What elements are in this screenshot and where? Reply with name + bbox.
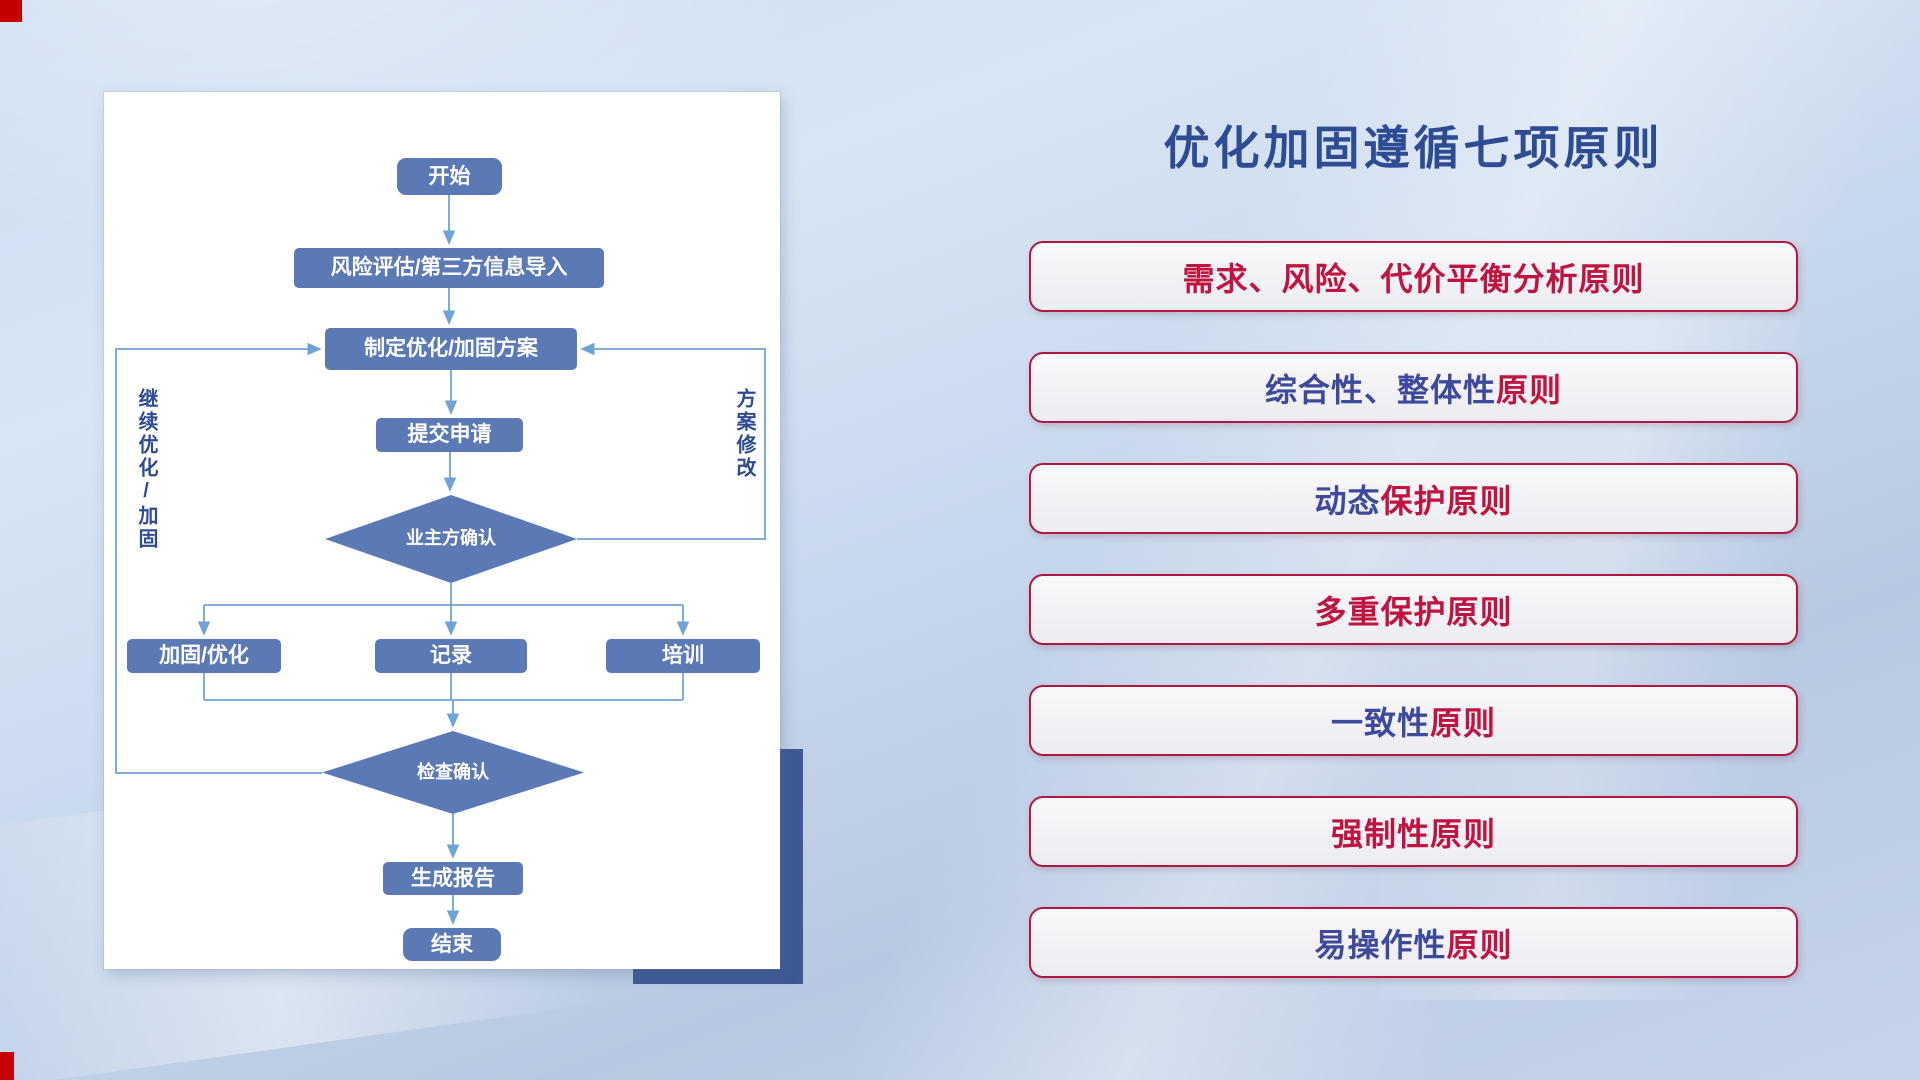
principle-item: 强制性原则 — [1029, 796, 1798, 867]
loop-label-plan-revise: 方案修改 — [733, 388, 755, 480]
flow-node-training: 培训 — [606, 639, 760, 673]
principles-list: 需求、风险、代价平衡分析原则综合性、整体性原则动态保护原则多重保护原则一致性原则… — [1029, 241, 1798, 1018]
principle-text: 多重保护原则 — [1314, 593, 1513, 630]
principle-text: 动态 — [1314, 482, 1381, 519]
principle-item: 多重保护原则 — [1029, 574, 1798, 645]
flow-node-submit: 提交申请 — [376, 418, 523, 452]
principle-text: 原则 — [1430, 704, 1497, 741]
principle-text: 强制性原则 — [1330, 815, 1496, 852]
page-title: 优化加固遵循七项原则 — [1163, 122, 1664, 174]
corner-accent-bottom-left — [0, 1052, 14, 1080]
flow-node-make-plan: 制定优化/加固方案 — [325, 328, 577, 370]
flow-connectors — [115, 195, 766, 925]
flow-node-report: 生成报告 — [383, 862, 523, 895]
flow-node-harden-optimize: 加固/优化 — [127, 639, 281, 673]
principle-text: 原则 — [1496, 371, 1563, 408]
principle-item: 易操作性原则 — [1029, 907, 1798, 978]
principle-text: 原则 — [1446, 926, 1513, 963]
connector-lines — [115, 195, 766, 925]
principle-text: 需求、风险、代价平衡分析原则 — [1182, 260, 1645, 297]
principle-text: 综合性、整体性 — [1264, 371, 1496, 408]
corner-accent-top-left — [0, 0, 22, 22]
flow-node-end: 结束 — [403, 928, 501, 961]
principle-item: 动态保护原则 — [1029, 463, 1798, 534]
flowchart-card: 开始 风险评估/第三方信息导入 制定优化/加固方案 提交申请 业主方确认 加固/… — [104, 92, 780, 969]
principle-item: 综合性、整体性原则 — [1029, 352, 1798, 423]
loop-label-continue-optimize: 继续优化/加固 — [135, 388, 157, 551]
principle-text: 一致性 — [1330, 704, 1430, 741]
flow-node-risk-import: 风险评估/第三方信息导入 — [294, 248, 604, 288]
principle-item: 一致性原则 — [1029, 685, 1798, 756]
principle-text: 易操作性 — [1314, 926, 1447, 963]
flow-node-start: 开始 — [397, 158, 502, 195]
flow-node-record: 记录 — [375, 639, 527, 673]
principle-text: 保护原则 — [1380, 482, 1513, 519]
principle-item: 需求、风险、代价平衡分析原则 — [1029, 241, 1798, 312]
